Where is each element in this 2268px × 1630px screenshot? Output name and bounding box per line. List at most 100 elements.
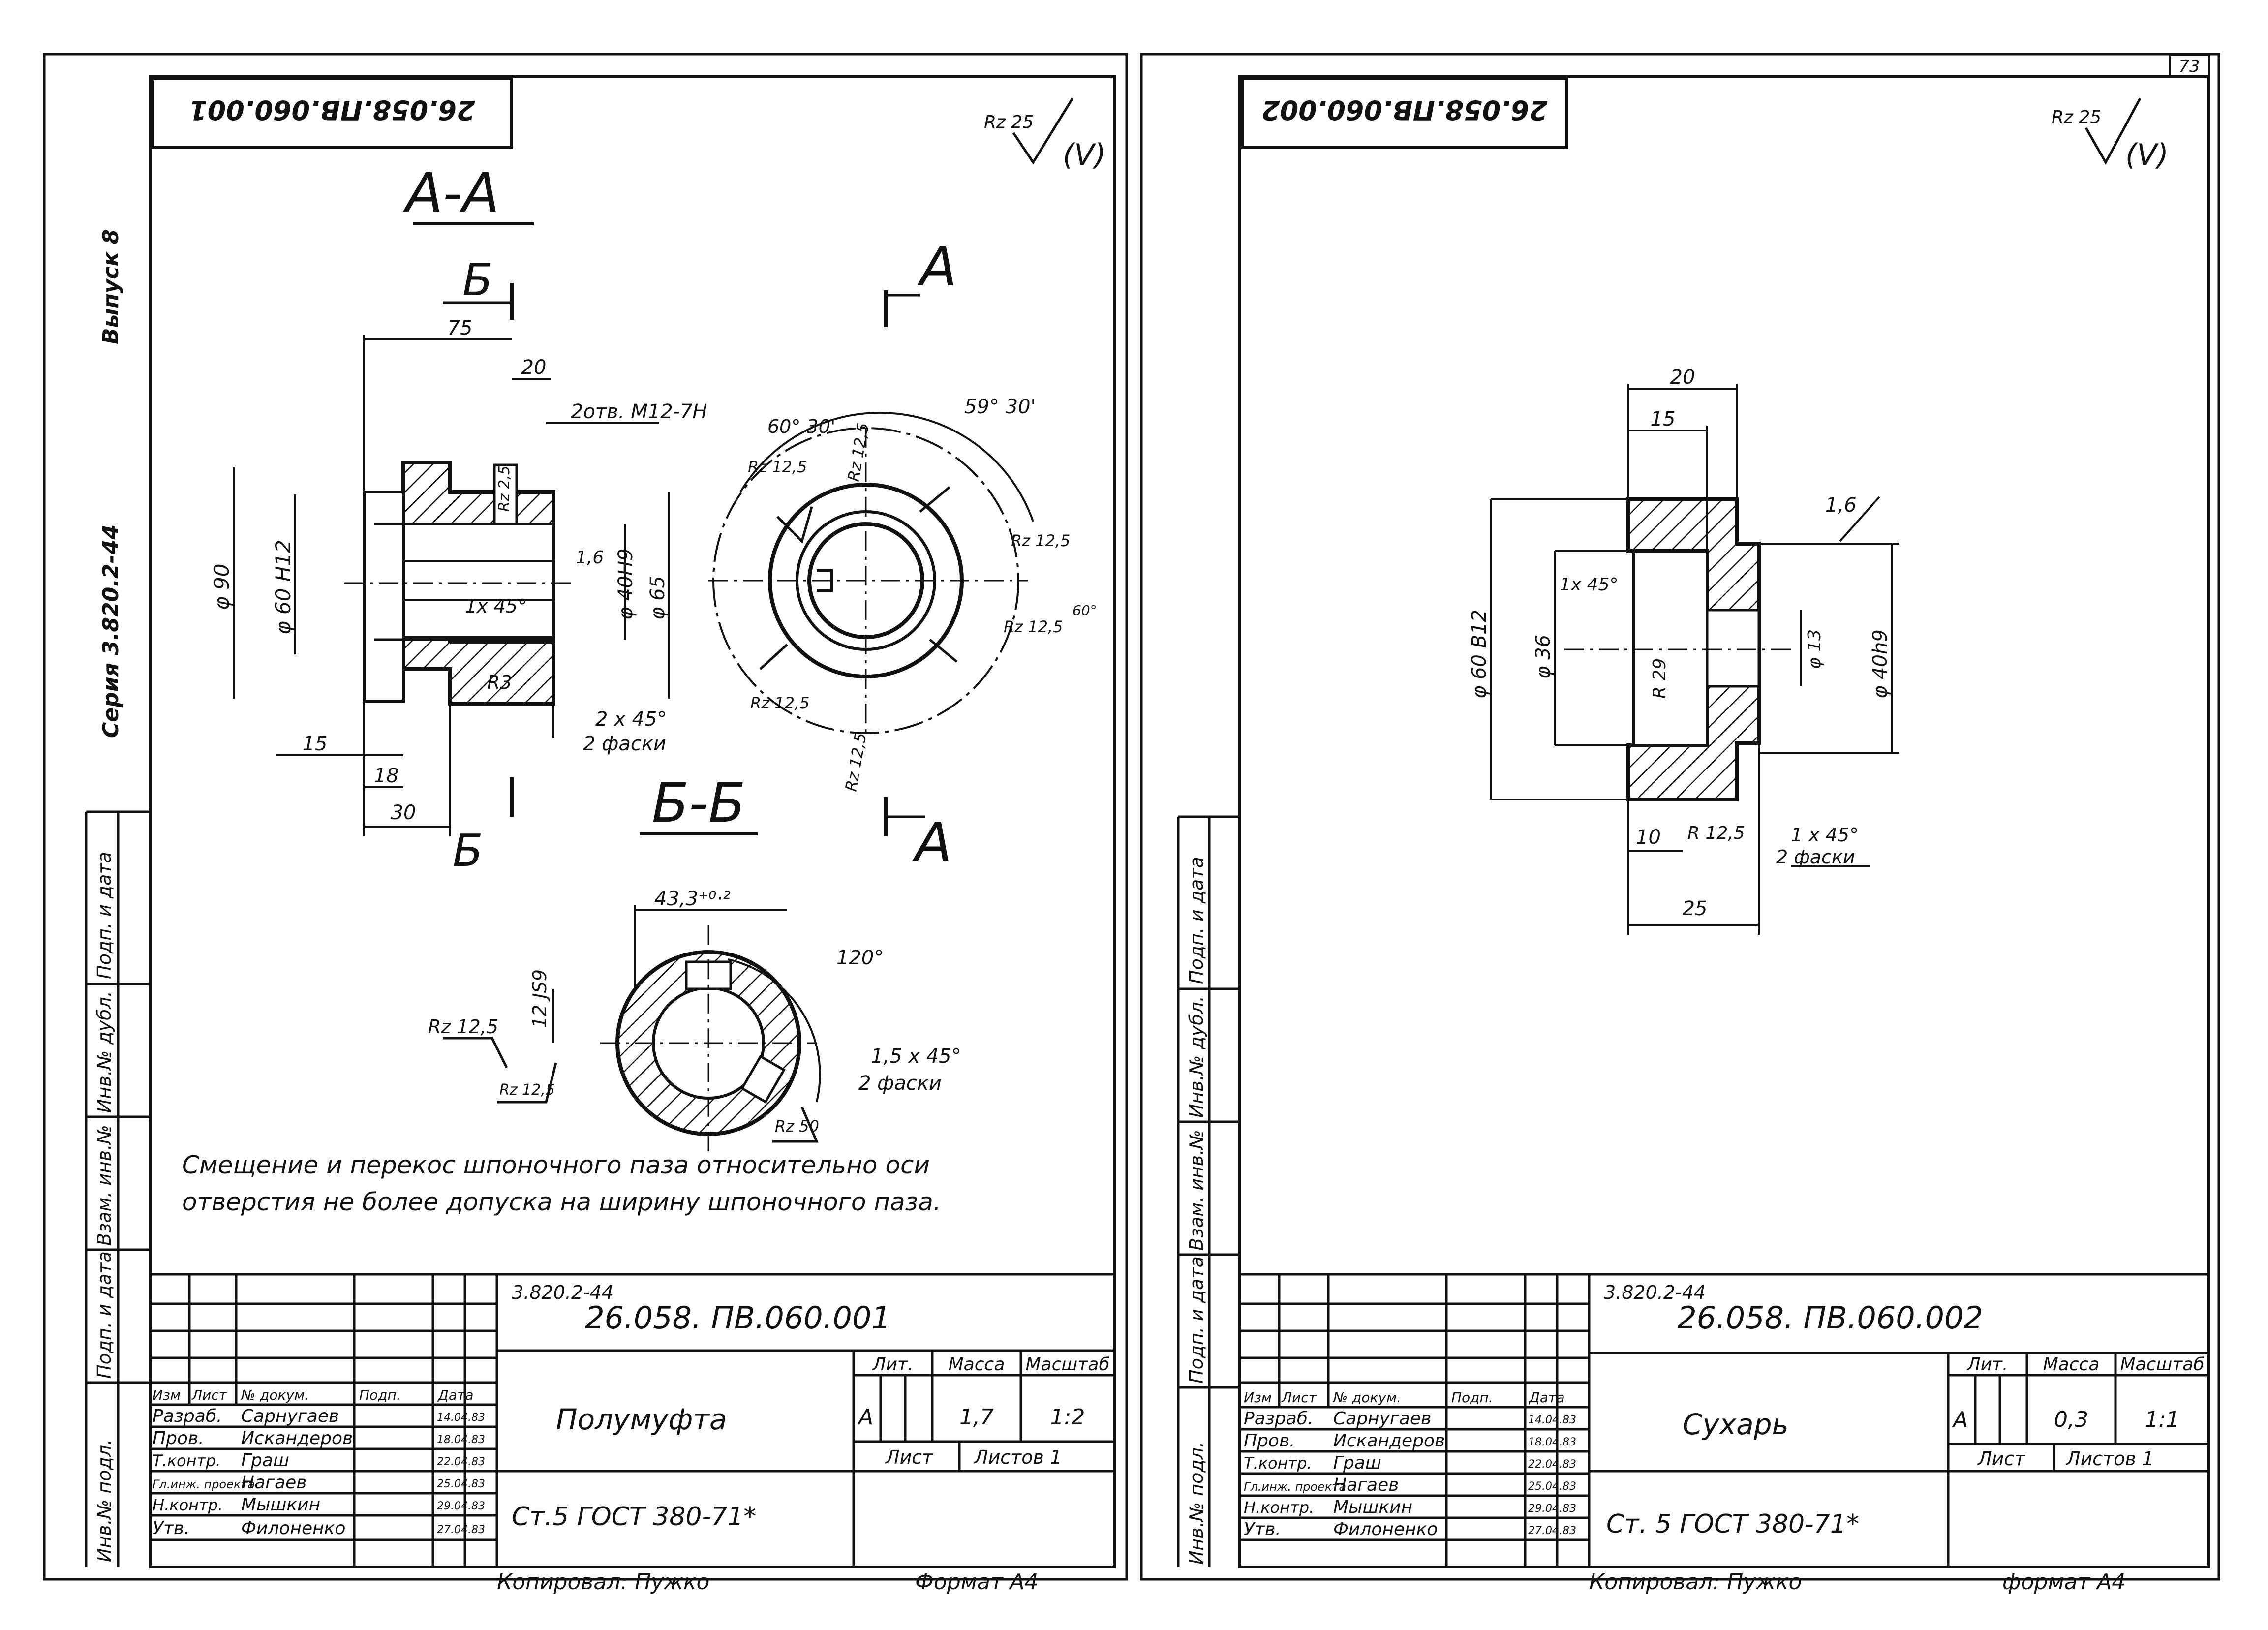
sheet-header: Лист xyxy=(1977,1448,2026,1470)
dim-chamfer-2-count: 2 фаски xyxy=(1776,846,1855,868)
dim-rz125-e: Rz 12,5 xyxy=(750,694,809,712)
series-small: 3.820.2-44 xyxy=(1604,1282,1706,1303)
name: Граш xyxy=(241,1450,289,1471)
role: Разраб. xyxy=(153,1406,222,1426)
date: 14.04.83 xyxy=(437,1412,485,1424)
sheets-header: Листов 1 xyxy=(2065,1448,2154,1470)
dim-d65: φ 65 xyxy=(646,576,669,620)
dim-d40: φ 40Н9 xyxy=(614,548,637,620)
mass-value: 0,3 xyxy=(2054,1407,2088,1432)
field-signature-date-2: Подп. и дата xyxy=(93,1251,115,1379)
name: Искандеров xyxy=(241,1428,353,1448)
doc-code: 26.058. ПВ.060.002 xyxy=(1677,1300,1983,1336)
date: 22.04.83 xyxy=(1528,1458,1576,1471)
lit-value: А xyxy=(1952,1407,1968,1432)
lit-header: Лит. xyxy=(1966,1354,2008,1375)
roughness-suffix: (V) xyxy=(2125,138,2169,172)
copied-by: Копировал: Пужко xyxy=(497,1569,709,1595)
dim-keyway-width: 12 JS9 xyxy=(529,969,551,1028)
lit-header: Лит. xyxy=(872,1354,914,1375)
sheets-header: Листов 1 xyxy=(973,1446,1062,1468)
dim-rz125-c: Rz 12,5 xyxy=(1011,531,1070,550)
section-bb-label: Б-Б xyxy=(652,771,746,834)
field-vzam-inv: Взам. инв.№ xyxy=(93,1125,115,1246)
field-original-inv: Инв.№ подл. xyxy=(93,1439,115,1562)
title-block xyxy=(149,1273,1116,1568)
date: 14.04.83 xyxy=(1528,1414,1576,1426)
dim-15: 15 xyxy=(303,733,328,755)
field-original-inv: Инв.№ подл. xyxy=(1186,1442,1207,1565)
dim-chamfer-3-count: 2 фаски xyxy=(858,1072,942,1095)
field-signature-date: Подп. и дата xyxy=(93,852,115,979)
section-aa-label: А-А xyxy=(403,161,499,224)
field-signature-date: Подп. и дата xyxy=(1186,857,1207,984)
field-signature-date-2: Подп. и дата xyxy=(1186,1256,1207,1384)
date: 18.04.83 xyxy=(437,1434,485,1446)
role: Т.контр. xyxy=(153,1451,221,1470)
format: формат А4 xyxy=(2002,1569,2125,1595)
dim-d36: φ 36 xyxy=(1532,635,1555,679)
bushing-section-view xyxy=(1564,497,1791,801)
col-izm: Изм xyxy=(1244,1389,1272,1406)
name: Мышкин xyxy=(241,1495,320,1515)
flange-front-view xyxy=(708,411,1034,738)
series-small: 3.820.2-44 xyxy=(512,1282,613,1303)
name: Сарнугаев xyxy=(1333,1409,1431,1429)
dim-holes: 2отв. М12-7Н xyxy=(571,400,707,423)
dim-rz25: Rz 2,5 xyxy=(496,465,513,512)
mass-header: Масса xyxy=(2043,1354,2100,1375)
issue-label: Выпуск 8 xyxy=(98,229,123,344)
dim-rz125-f: Rz 12,5 xyxy=(841,731,870,793)
dim-angle-1: 60° 30' xyxy=(767,416,835,437)
cut-b-bottom: Б xyxy=(453,825,483,877)
name: Граш xyxy=(1333,1453,1381,1473)
cut-a-bottom: А xyxy=(912,811,952,874)
name: Нагаев xyxy=(241,1473,306,1493)
dim-d60: φ 60 В12 xyxy=(1468,610,1491,699)
role: Т.контр. xyxy=(1244,1454,1312,1473)
name: Сарнугаев xyxy=(241,1406,339,1426)
part-title: Сухарь xyxy=(1683,1408,1789,1441)
role: Н.контр. xyxy=(153,1496,223,1514)
copied-by: Копировал: Пужко xyxy=(1589,1569,1802,1595)
note-line-2: отверстия не более допуска на ширину шпо… xyxy=(182,1188,941,1216)
role: Гл.инж. проекта xyxy=(1244,1480,1346,1494)
page-number: 73 xyxy=(2178,57,2200,76)
date: 27.04.83 xyxy=(437,1524,485,1536)
name: Нагаев xyxy=(1333,1475,1399,1495)
dim-chamfer-2-count: 2 фаски xyxy=(583,733,666,755)
dim-20: 20 xyxy=(1670,366,1695,389)
signatories: Разраб. Сарнугаев 14.04.83 Пров. Исканде… xyxy=(1244,1409,1576,1539)
dim-20: 20 xyxy=(521,356,547,379)
col-signature: Подп. xyxy=(1451,1389,1493,1406)
col-signature: Подп. xyxy=(359,1387,401,1403)
col-date: Дата xyxy=(1528,1389,1565,1406)
dim-30: 30 xyxy=(391,801,416,824)
series-label: Серия 3.820.2-44 xyxy=(98,524,123,738)
dim-d90: φ 90 xyxy=(210,564,234,611)
date: 27.04.83 xyxy=(1528,1525,1576,1537)
sheet-frames xyxy=(43,53,2220,1581)
role: Утв. xyxy=(153,1518,190,1538)
dim-chamfer-3: 1,5 х 45° xyxy=(871,1045,961,1068)
scale-header: Масштаб xyxy=(1025,1354,1109,1375)
roughness-label: Rz 25 xyxy=(2052,107,2101,127)
signatories: Разраб. Сарнугаев 14.04.83 Пров. Исканде… xyxy=(153,1406,485,1538)
col-list: Лист xyxy=(1281,1389,1317,1406)
cut-a-top: А xyxy=(917,235,957,298)
scale-header: Масштаб xyxy=(2120,1354,2204,1375)
role: Пров. xyxy=(1244,1431,1295,1451)
date: 25.04.83 xyxy=(1528,1480,1576,1493)
dim-d13: φ 13 xyxy=(1805,629,1825,669)
dim-rz125-b: Rz 12,5 xyxy=(844,421,872,483)
doc-code-mirrored: 26.058.ПВ.060.001 xyxy=(189,94,475,125)
field-vzam-inv: Взам. инв.№ xyxy=(1186,1130,1207,1251)
field-dupl-inv: Инв.№ дубл. xyxy=(1186,996,1207,1118)
dim-16: 1,6 xyxy=(1825,494,1857,517)
col-date: Дата xyxy=(437,1387,474,1403)
name: Филоненко xyxy=(1333,1519,1438,1539)
dim-d60: φ 60 H12 xyxy=(271,540,295,635)
format: Формат А4 xyxy=(915,1569,1039,1595)
dim-chamfer-2: 1 х 45° xyxy=(1791,824,1859,846)
